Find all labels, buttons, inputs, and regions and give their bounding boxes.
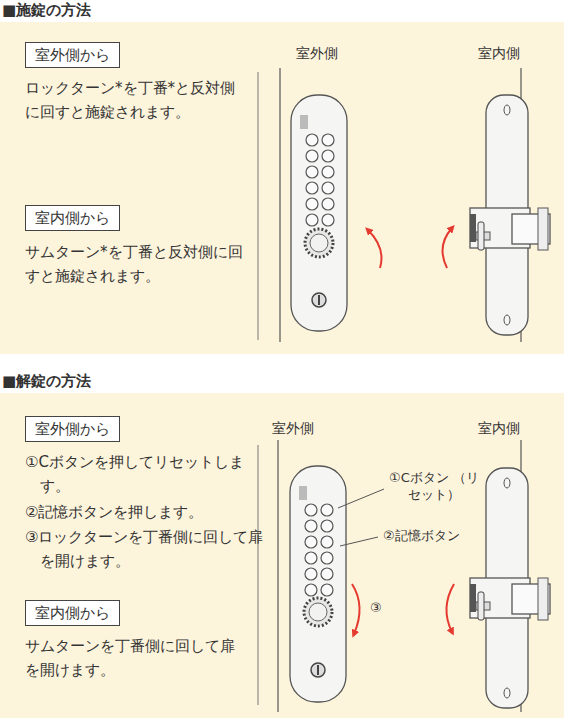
keypad-button xyxy=(321,584,333,596)
divider xyxy=(258,72,259,340)
panel-ground xyxy=(0,393,564,718)
tab-label: 室内側から xyxy=(35,209,110,227)
callout-number: ③ xyxy=(368,600,384,617)
keypad-button xyxy=(306,182,318,194)
panel-ground xyxy=(0,22,564,354)
instruction-text: ロックターン*を丁番*と反対側に回すと施錠されます。 xyxy=(25,76,247,125)
keypad-button xyxy=(306,166,318,178)
turn-arrow xyxy=(443,228,452,268)
keypad-button xyxy=(322,150,334,162)
keypad-button xyxy=(305,552,317,564)
section-heading: ■解錠の方法 xyxy=(2,372,91,391)
instruction-text: サムターンを丁番側に回して扉を開けます。 xyxy=(25,634,247,683)
tab-label: 室内側から xyxy=(35,604,110,622)
side-label: 室外側 xyxy=(296,42,338,65)
leader-line xyxy=(340,537,378,546)
tab-box: 室内側から xyxy=(25,600,120,626)
keypad-button xyxy=(322,182,334,194)
indoor-unit xyxy=(470,68,550,342)
side-label: 室内側 xyxy=(478,42,520,65)
tab-box: 室外側から xyxy=(25,42,120,68)
keypad-button xyxy=(306,214,318,226)
keypad-button xyxy=(322,134,334,146)
tab-label: 室外側から xyxy=(35,46,110,64)
keypad-button xyxy=(321,504,333,516)
side-label: 室外側 xyxy=(272,417,314,440)
callout-label: ①Cボタン （リセット） xyxy=(386,470,482,504)
keypad-button xyxy=(306,150,318,162)
step-text: ③ロックターンを丁番側に回して扉を開けます。 xyxy=(25,525,268,574)
keypad-button xyxy=(322,214,334,226)
keypad-button xyxy=(321,568,333,580)
keypad-button xyxy=(306,198,318,210)
divider xyxy=(258,445,259,705)
step-text: ①Cボタンを押してリセットします。 xyxy=(25,450,268,499)
outdoor-unit xyxy=(280,68,347,342)
side-label: 室内側 xyxy=(478,417,520,440)
keypad-button xyxy=(305,568,317,580)
turn-arrow xyxy=(446,584,454,632)
keypad-button xyxy=(321,520,333,532)
leader-line xyxy=(338,489,384,508)
keypad-button xyxy=(306,134,318,146)
section-panel: ■施錠の方法室外側から室内側から xyxy=(0,22,564,354)
tab-label: 室外側から xyxy=(35,420,110,438)
keypad-button xyxy=(322,166,334,178)
keypad-button xyxy=(305,520,317,532)
outdoor-unit xyxy=(278,440,346,712)
keypad-button xyxy=(321,552,333,564)
keypad-button xyxy=(305,504,317,516)
turn-arrow xyxy=(368,230,382,268)
keypad-button xyxy=(321,536,333,548)
keypad-button xyxy=(322,198,334,210)
callout-label: ②記憶ボタン xyxy=(381,528,462,545)
section-heading: ■施錠の方法 xyxy=(2,1,91,20)
instruction-text: サムターン*を丁番と反対側に回すと施錠されます。 xyxy=(25,240,247,289)
keypad-button xyxy=(305,536,317,548)
indoor-unit xyxy=(470,440,550,712)
tab-box: 室内側から xyxy=(25,205,120,231)
tab-box: 室外側から xyxy=(25,416,120,442)
step-text: ②記憶ボタンを押します。 xyxy=(25,500,268,524)
keypad-button xyxy=(305,584,317,596)
turn-arrow xyxy=(352,584,360,634)
